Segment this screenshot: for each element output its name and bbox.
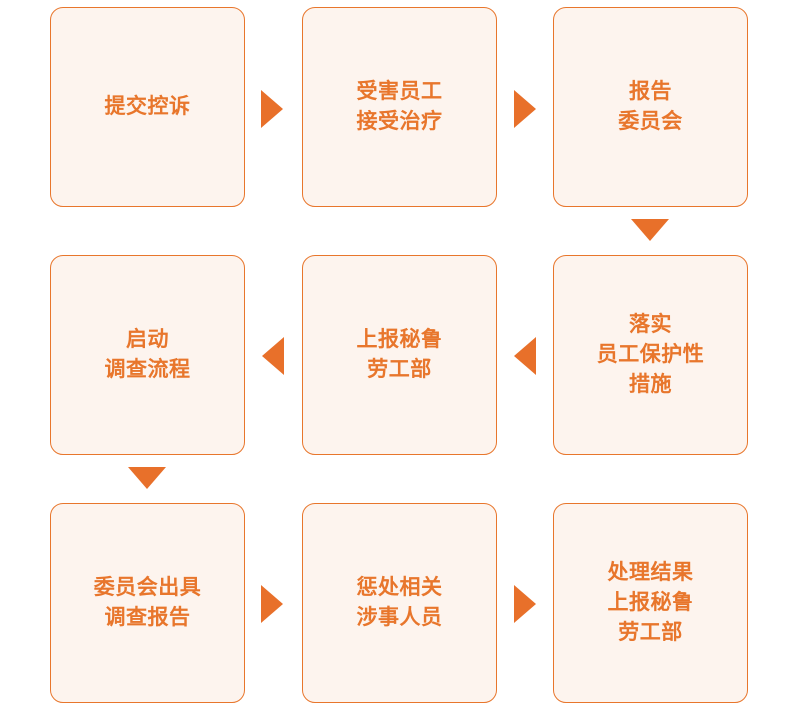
flow-node-6-label: 启动 调查流程 [104,328,191,381]
flow-node-7-label: 委员会出具 调查报告 [93,576,202,629]
flow-node-7[interactable]: 委员会出具 调查报告 [50,503,245,703]
flow-node-9-label: 处理结果 上报秘鲁 劳工部 [607,561,694,644]
flow-node-2[interactable]: 受害员工 接受治疗 [302,7,497,207]
flow-node-4[interactable]: 落实 员工保护性 措施 [553,255,748,455]
arrow-right-node7-to-node8 [261,585,283,623]
flow-node-2-label: 受害员工 接受治疗 [356,80,443,133]
arrow-right-node8-to-node9 [514,585,536,623]
flow-node-4-label: 落实 员工保护性 措施 [596,313,705,396]
flow-node-9[interactable]: 处理结果 上报秘鲁 劳工部 [553,503,748,703]
arrow-right-node2-to-node3 [514,90,536,128]
flow-node-1[interactable]: 提交控诉 [50,7,245,207]
arrow-left-node5-to-node6 [262,337,284,375]
flow-node-8-label: 惩处相关 涉事人员 [356,576,443,629]
flow-node-5[interactable]: 上报秘鲁 劳工部 [302,255,497,455]
flow-node-1-label: 提交控诉 [104,95,191,119]
flow-node-6[interactable]: 启动 调查流程 [50,255,245,455]
flow-node-3[interactable]: 报告 委员会 [553,7,748,207]
flow-node-8[interactable]: 惩处相关 涉事人员 [302,503,497,703]
arrow-down-node3-to-node4 [631,219,669,241]
flow-node-3-label: 报告 委员会 [618,80,683,133]
arrow-right-node1-to-node2 [261,90,283,128]
flow-node-5-label: 上报秘鲁 劳工部 [356,328,443,381]
arrow-left-node4-to-node5 [514,337,536,375]
arrow-down-node6-to-node7 [128,467,166,489]
